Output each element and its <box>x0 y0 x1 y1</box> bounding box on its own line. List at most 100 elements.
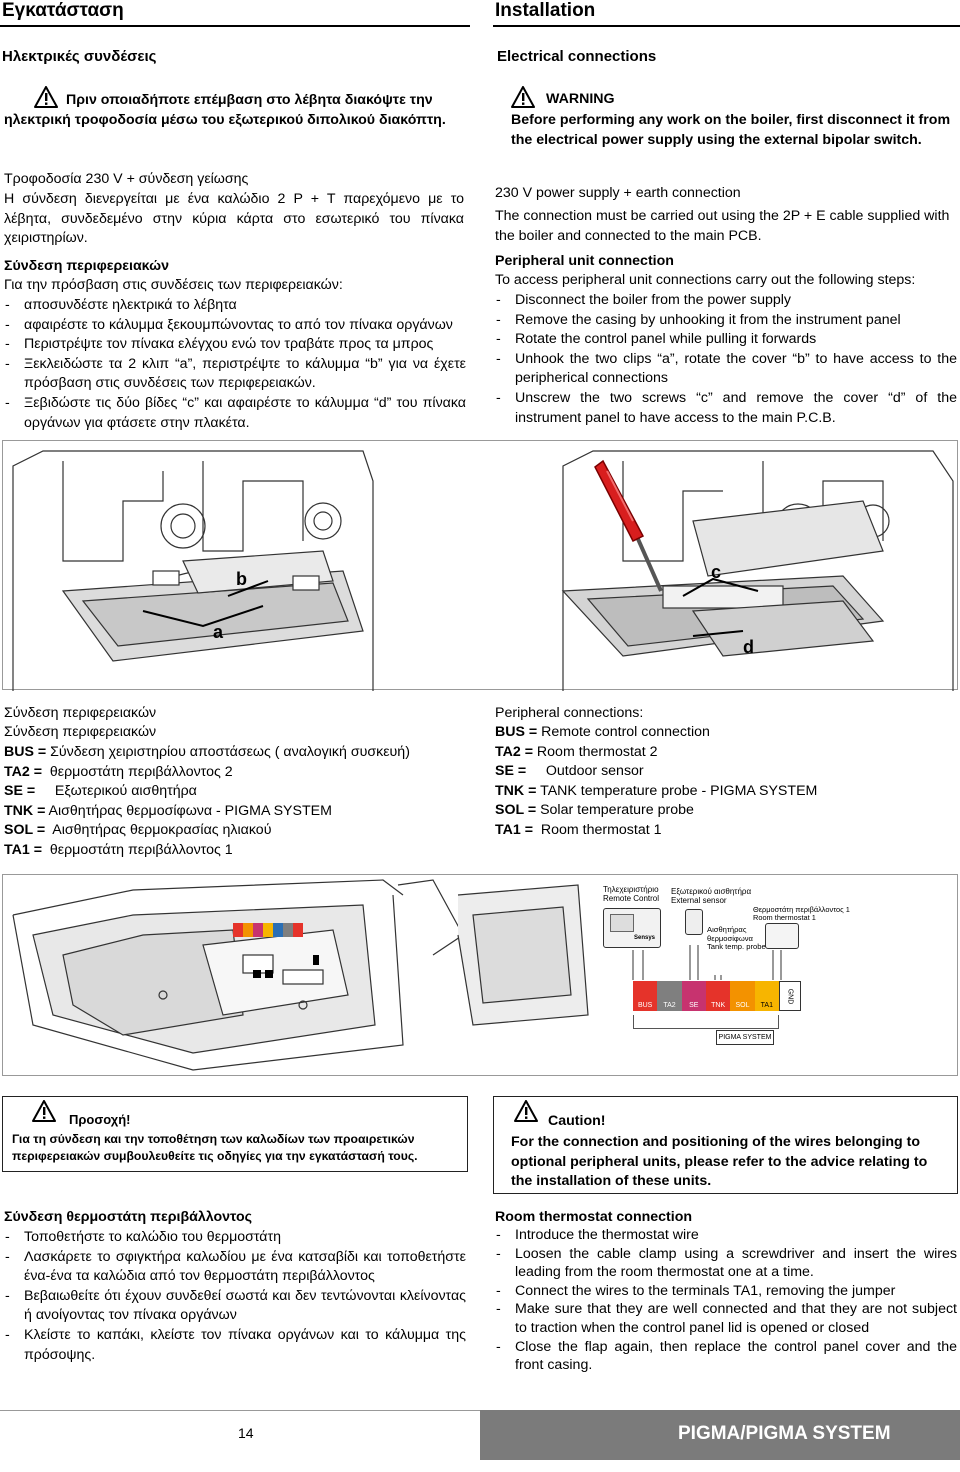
terminal-strip: BUS TA2 SE TNK SOL TA1 <box>633 981 779 1011</box>
remote-control-device: Sensys <box>603 908 661 948</box>
pigma-bracket <box>633 1015 779 1029</box>
header-rule-left <box>0 25 470 27</box>
list-item: Connect the wires to the terminals TA1, … <box>495 1282 957 1301</box>
page-number: 14 <box>238 1425 254 1441</box>
legend-row: TNK = TANK temperature probe - PIGMA SYS… <box>495 782 818 799</box>
footer-product: PIGMA/PIGMA SYSTEM <box>678 1423 891 1444</box>
footer: 14 PIGMA/PIGMA SYSTEM <box>0 1410 960 1472</box>
caution-title-en: Caution! <box>548 1113 606 1129</box>
room-steps-gr: Τοποθετήστε το καλώδιο του θερμοστάτη Λα… <box>4 1228 466 1365</box>
caution-title-gr: Προσοχή! <box>69 1112 131 1127</box>
supply-title-en: 230 V power supply + earth connection <box>495 185 741 201</box>
tank-probe-label: Αισθητήρας θερμοσίφωνα Tank temp. probe <box>707 925 766 952</box>
warning-label-en: WARNING <box>546 91 615 107</box>
caution-text-gr: Για τη σύνδεση και την τοποθέτηση των κα… <box>12 1132 418 1163</box>
list-item: Disconnect the boiler from the power sup… <box>495 291 957 311</box>
periph-intro-en: To access peripheral unit connections ca… <box>495 272 916 288</box>
periph-title-en: Peripheral unit connection <box>495 253 674 269</box>
legend-row: SOL = Solar temperature probe <box>495 802 694 819</box>
legend-row: SE = Εξωτερικού αισθητήρα <box>4 783 197 800</box>
remote-label: Τηλεχειριστήριο Remote Control <box>603 885 660 903</box>
label-a: a <box>213 622 224 642</box>
list-item: Unhook the two clips “a”, rotate the cov… <box>495 350 957 389</box>
boiler-access-drawing <box>12 450 954 691</box>
list-item: Close the flap again, then replace the c… <box>495 1338 957 1375</box>
room-steps-en: Introduce the thermostat wire Loosen the… <box>495 1226 957 1375</box>
header-rule-right <box>493 25 960 27</box>
legend-title-en: Peripheral connections: <box>495 705 644 721</box>
warning-text-en: Before performing any work on the boiler… <box>511 112 951 148</box>
terminal-ta2: TA2 <box>657 981 682 1011</box>
terminal-se: SE <box>681 981 706 1011</box>
list-item: Unscrew the two screws “c” and remove th… <box>495 389 957 428</box>
legend-row: BUS = Σύνδεση χειριστηρίου αποστάσεως ( … <box>4 744 410 760</box>
legend-row: TA1 = Room thermostat 1 <box>495 821 662 838</box>
warning-icon <box>32 1100 56 1122</box>
room-title-gr: Σύνδεση θερμοστάτη περιβάλλοντος <box>4 1209 252 1225</box>
room-thermostat-label: Θερμοστάτη περιβάλλοντος 1 Room thermost… <box>753 905 850 922</box>
control-board-drawing <box>12 879 589 1071</box>
legend-row: TA1 = θερμοστάτη περιβάλλοντος 1 <box>4 841 233 858</box>
supply-text-en: The connection must be carried out using… <box>495 208 950 244</box>
legend-title-gr-1: Σύνδεση περιφερειακών <box>4 705 157 721</box>
label-d: d <box>743 637 754 657</box>
header-title-en: Installation <box>495 0 596 21</box>
list-item: Introduce the thermostat wire <box>495 1226 957 1245</box>
label-c: c <box>711 562 722 582</box>
legend-row: TA2 = Room thermostat 2 <box>495 743 658 760</box>
legend-row: BUS = Remote control connection <box>495 724 710 740</box>
periph-title-gr: Σύνδεση περιφερειακών <box>4 258 169 274</box>
list-item: Make sure that they are well connected a… <box>495 1300 957 1337</box>
terminal-gnd: GND <box>779 981 801 1011</box>
label-b: b <box>236 569 247 589</box>
boiler-access-figure: b a c d <box>2 440 958 691</box>
legend-row: TA2 = θερμοστάτη περιβάλλοντος 2 <box>4 763 233 780</box>
warning-icon <box>514 1100 538 1122</box>
warning-icon <box>511 86 535 108</box>
periph-steps-gr: αποσυνδέστε ηλεκτρικά το λέβητα αφαιρέστ… <box>4 296 466 433</box>
room-title-en: Room thermostat connection <box>495 1209 693 1225</box>
legend-row: SOL = Αισθητήρας θερμοκρασίας ηλιακού <box>4 822 272 839</box>
list-item: Ξεβιδώστε τις δύο βίδες “c” και αφαιρέστ… <box>4 394 466 433</box>
caution-box-gr: Προσοχή! Για τη σύνδεση και την τοποθέτη… <box>2 1096 468 1172</box>
caution-text-en: For the connection and positioning of th… <box>511 1134 928 1190</box>
legend-list-gr: BUS = Σύνδεση χειριστηρίου αποστάσεως ( … <box>4 743 474 861</box>
list-item: Rotate the control panel while pulling i… <box>495 330 957 350</box>
wiring-lines-drawing <box>632 945 782 980</box>
footer-bar: PIGMA/PIGMA SYSTEM <box>480 1410 960 1460</box>
legend-list-en: BUS = Remote control connection TA2 = Ro… <box>495 723 955 841</box>
list-item: Κλείστε το καπάκι, κλείστε τον πίνακα ορ… <box>4 1326 466 1365</box>
elec-title-en: Electrical connections <box>497 48 657 65</box>
periph-steps-en: Disconnect the boiler from the power sup… <box>495 291 957 428</box>
list-item: αποσυνδέστε ηλεκτρικά το λέβητα <box>4 296 466 316</box>
list-item: Λασκάρετε το σφιγκτήρα καλωδίου με ένα κ… <box>4 1248 466 1287</box>
caution-box-en: Caution! For the connection and position… <box>493 1096 958 1194</box>
legend-row: SE = Outdoor sensor <box>495 763 644 780</box>
list-item: Περιστρέψτε τον πίνακα ελέγχου ενώ τον τ… <box>4 335 466 355</box>
footer-left: 14 <box>0 1410 480 1460</box>
elec-title-gr: Ηλεκτρικές συνδέσεις <box>2 48 157 65</box>
legend-row: TNK = Αισθητήρας θερμοσίφωνα - PIGMA SYS… <box>4 802 332 819</box>
supply-title-gr: Τροφοδοσία 230 V + σύνδεση γείωσης <box>4 171 249 187</box>
list-item: Ξεκλειδώστε τα 2 κλιπ “a”, περιστρέψτε τ… <box>4 355 466 394</box>
list-item: Loosen the cable clamp using a screwdriv… <box>495 1245 957 1282</box>
external-sensor-device <box>685 909 703 935</box>
list-item: Remove the casing by unhooking it from t… <box>495 311 957 331</box>
room-thermostat-device <box>765 923 799 949</box>
terminal-tnk: TNK <box>705 981 731 1011</box>
header-title-gr: Εγκατάσταση <box>2 0 124 21</box>
pigma-label: PIGMA SYSTEM <box>716 1030 774 1045</box>
warning-icon <box>34 86 58 108</box>
screwdriver-icon <box>594 459 663 592</box>
terminal-ta1: TA1 <box>754 981 779 1011</box>
terminal-sol: SOL <box>730 981 755 1011</box>
list-item: Βεβαιωθείτε ότι έχουν συνδεθεί σωστά και… <box>4 1287 466 1326</box>
wiring-figure: Τηλεχειριστήριο Remote Control Sensys Εξ… <box>2 874 958 1076</box>
warning-text-gr: Πριν οποιαδήποτε επέμβαση στο λέβητα δια… <box>4 92 446 128</box>
list-item: Τοποθετήστε το καλώδιο του θερμοστάτη <box>4 1228 466 1248</box>
supply-text-gr: Η σύνδεση διενεργείται με ένα καλώδιο 2 … <box>4 191 464 247</box>
periph-intro-gr: Για την πρόσβαση στις συνδέσεις των περι… <box>4 277 343 293</box>
legend-title-gr-2: Σύνδεση περιφερειακών <box>4 724 157 740</box>
remote-brand: Sensys <box>634 935 656 941</box>
list-item: αφαιρέστε το κάλυμμα ξεκουμπώνοντας το α… <box>4 316 466 336</box>
